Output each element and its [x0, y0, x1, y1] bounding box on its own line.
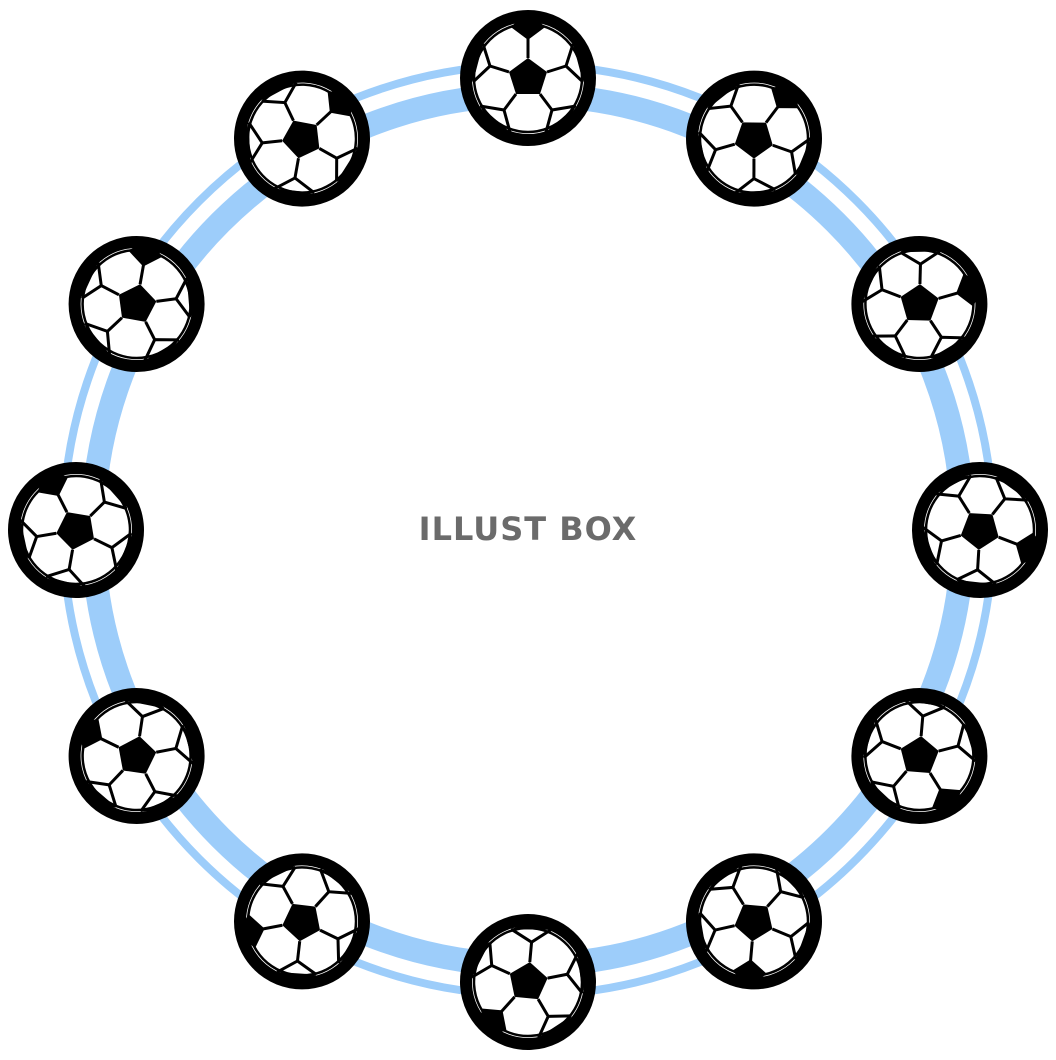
soccer-ball-icon — [687, 854, 821, 988]
soccer-ball-icon — [466, 16, 590, 140]
soccer-balls — [0, 16, 1056, 1060]
blue-ring — [59, 61, 997, 999]
soccer-ball-icon — [440, 894, 615, 1060]
soccer-ball-icon — [900, 450, 1056, 610]
soccer-ball-icon — [0, 447, 159, 614]
